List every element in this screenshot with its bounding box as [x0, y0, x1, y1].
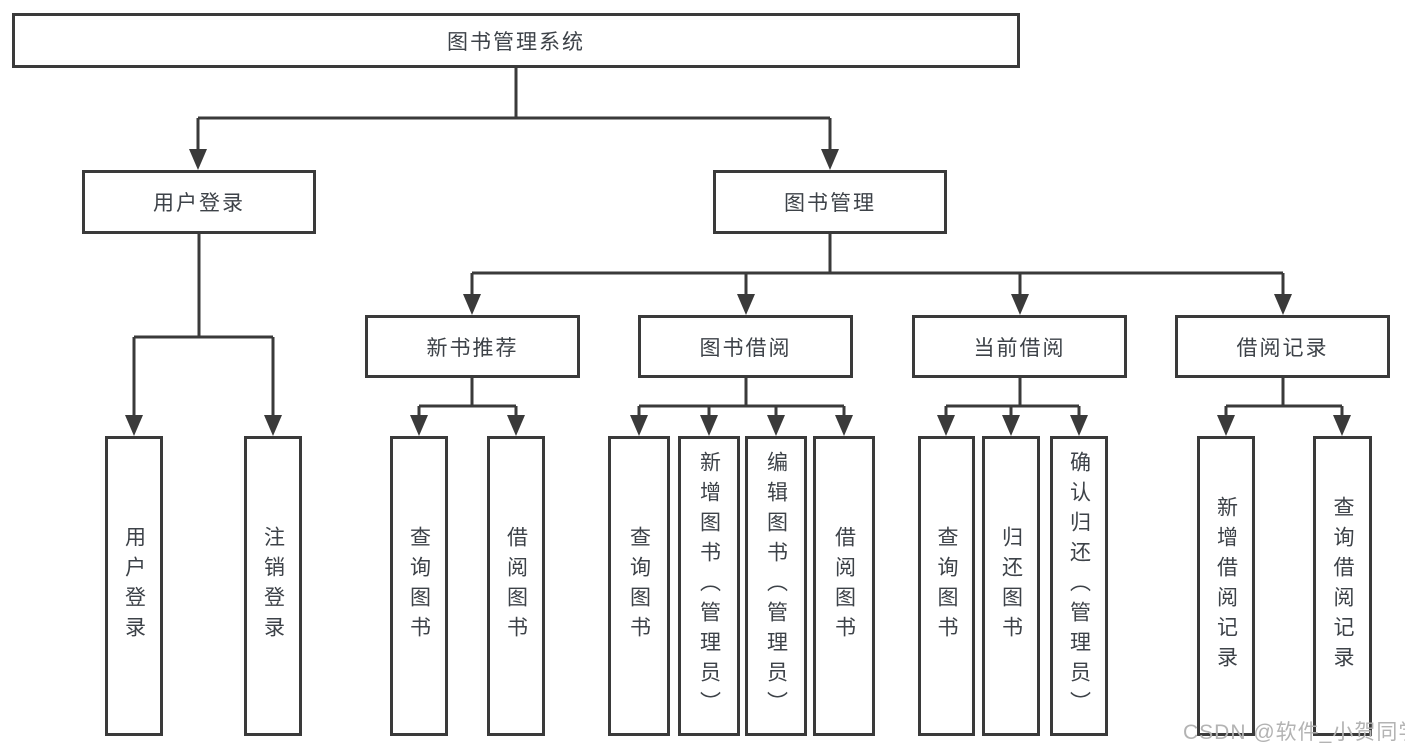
leaf-current-return-books: 归还图书: [982, 436, 1040, 736]
leaf-borrow-edit-books-admin: 编辑图书（管理员）: [745, 436, 807, 736]
csdn-watermark: CSDN @软件_小贺同学: [1183, 721, 1405, 744]
leaf-records-add-record: 新增借阅记录: [1197, 436, 1255, 736]
node-book-borrow: 图书借阅: [638, 315, 853, 378]
node-book-management: 图书管理: [713, 170, 947, 234]
node-borrow-records: 借阅记录: [1175, 315, 1390, 378]
leaf-logout-login: 注销登录: [244, 436, 302, 736]
leaf-newbook-borrow-books: 借阅图书: [487, 436, 545, 736]
leaf-borrow-borrow-books: 借阅图书: [813, 436, 875, 736]
leaf-newbook-query-books: 查询图书: [390, 436, 448, 736]
node-root: 图书管理系统: [12, 13, 1020, 68]
leaf-borrow-add-books-admin: 新增图书（管理员）: [678, 436, 740, 736]
leaf-user-login: 用户登录: [105, 436, 163, 736]
node-current-borrow: 当前借阅: [912, 315, 1127, 378]
leaf-current-confirm-return-admin: 确认归还（管理员）: [1050, 436, 1108, 736]
leaf-borrow-query-books: 查询图书: [608, 436, 670, 736]
node-new-book-recommend: 新书推荐: [365, 315, 580, 378]
leaf-records-query-record: 查询借阅记录: [1313, 436, 1372, 736]
leaf-current-query-books: 查询图书: [918, 436, 975, 736]
node-user-login: 用户登录: [82, 170, 316, 234]
